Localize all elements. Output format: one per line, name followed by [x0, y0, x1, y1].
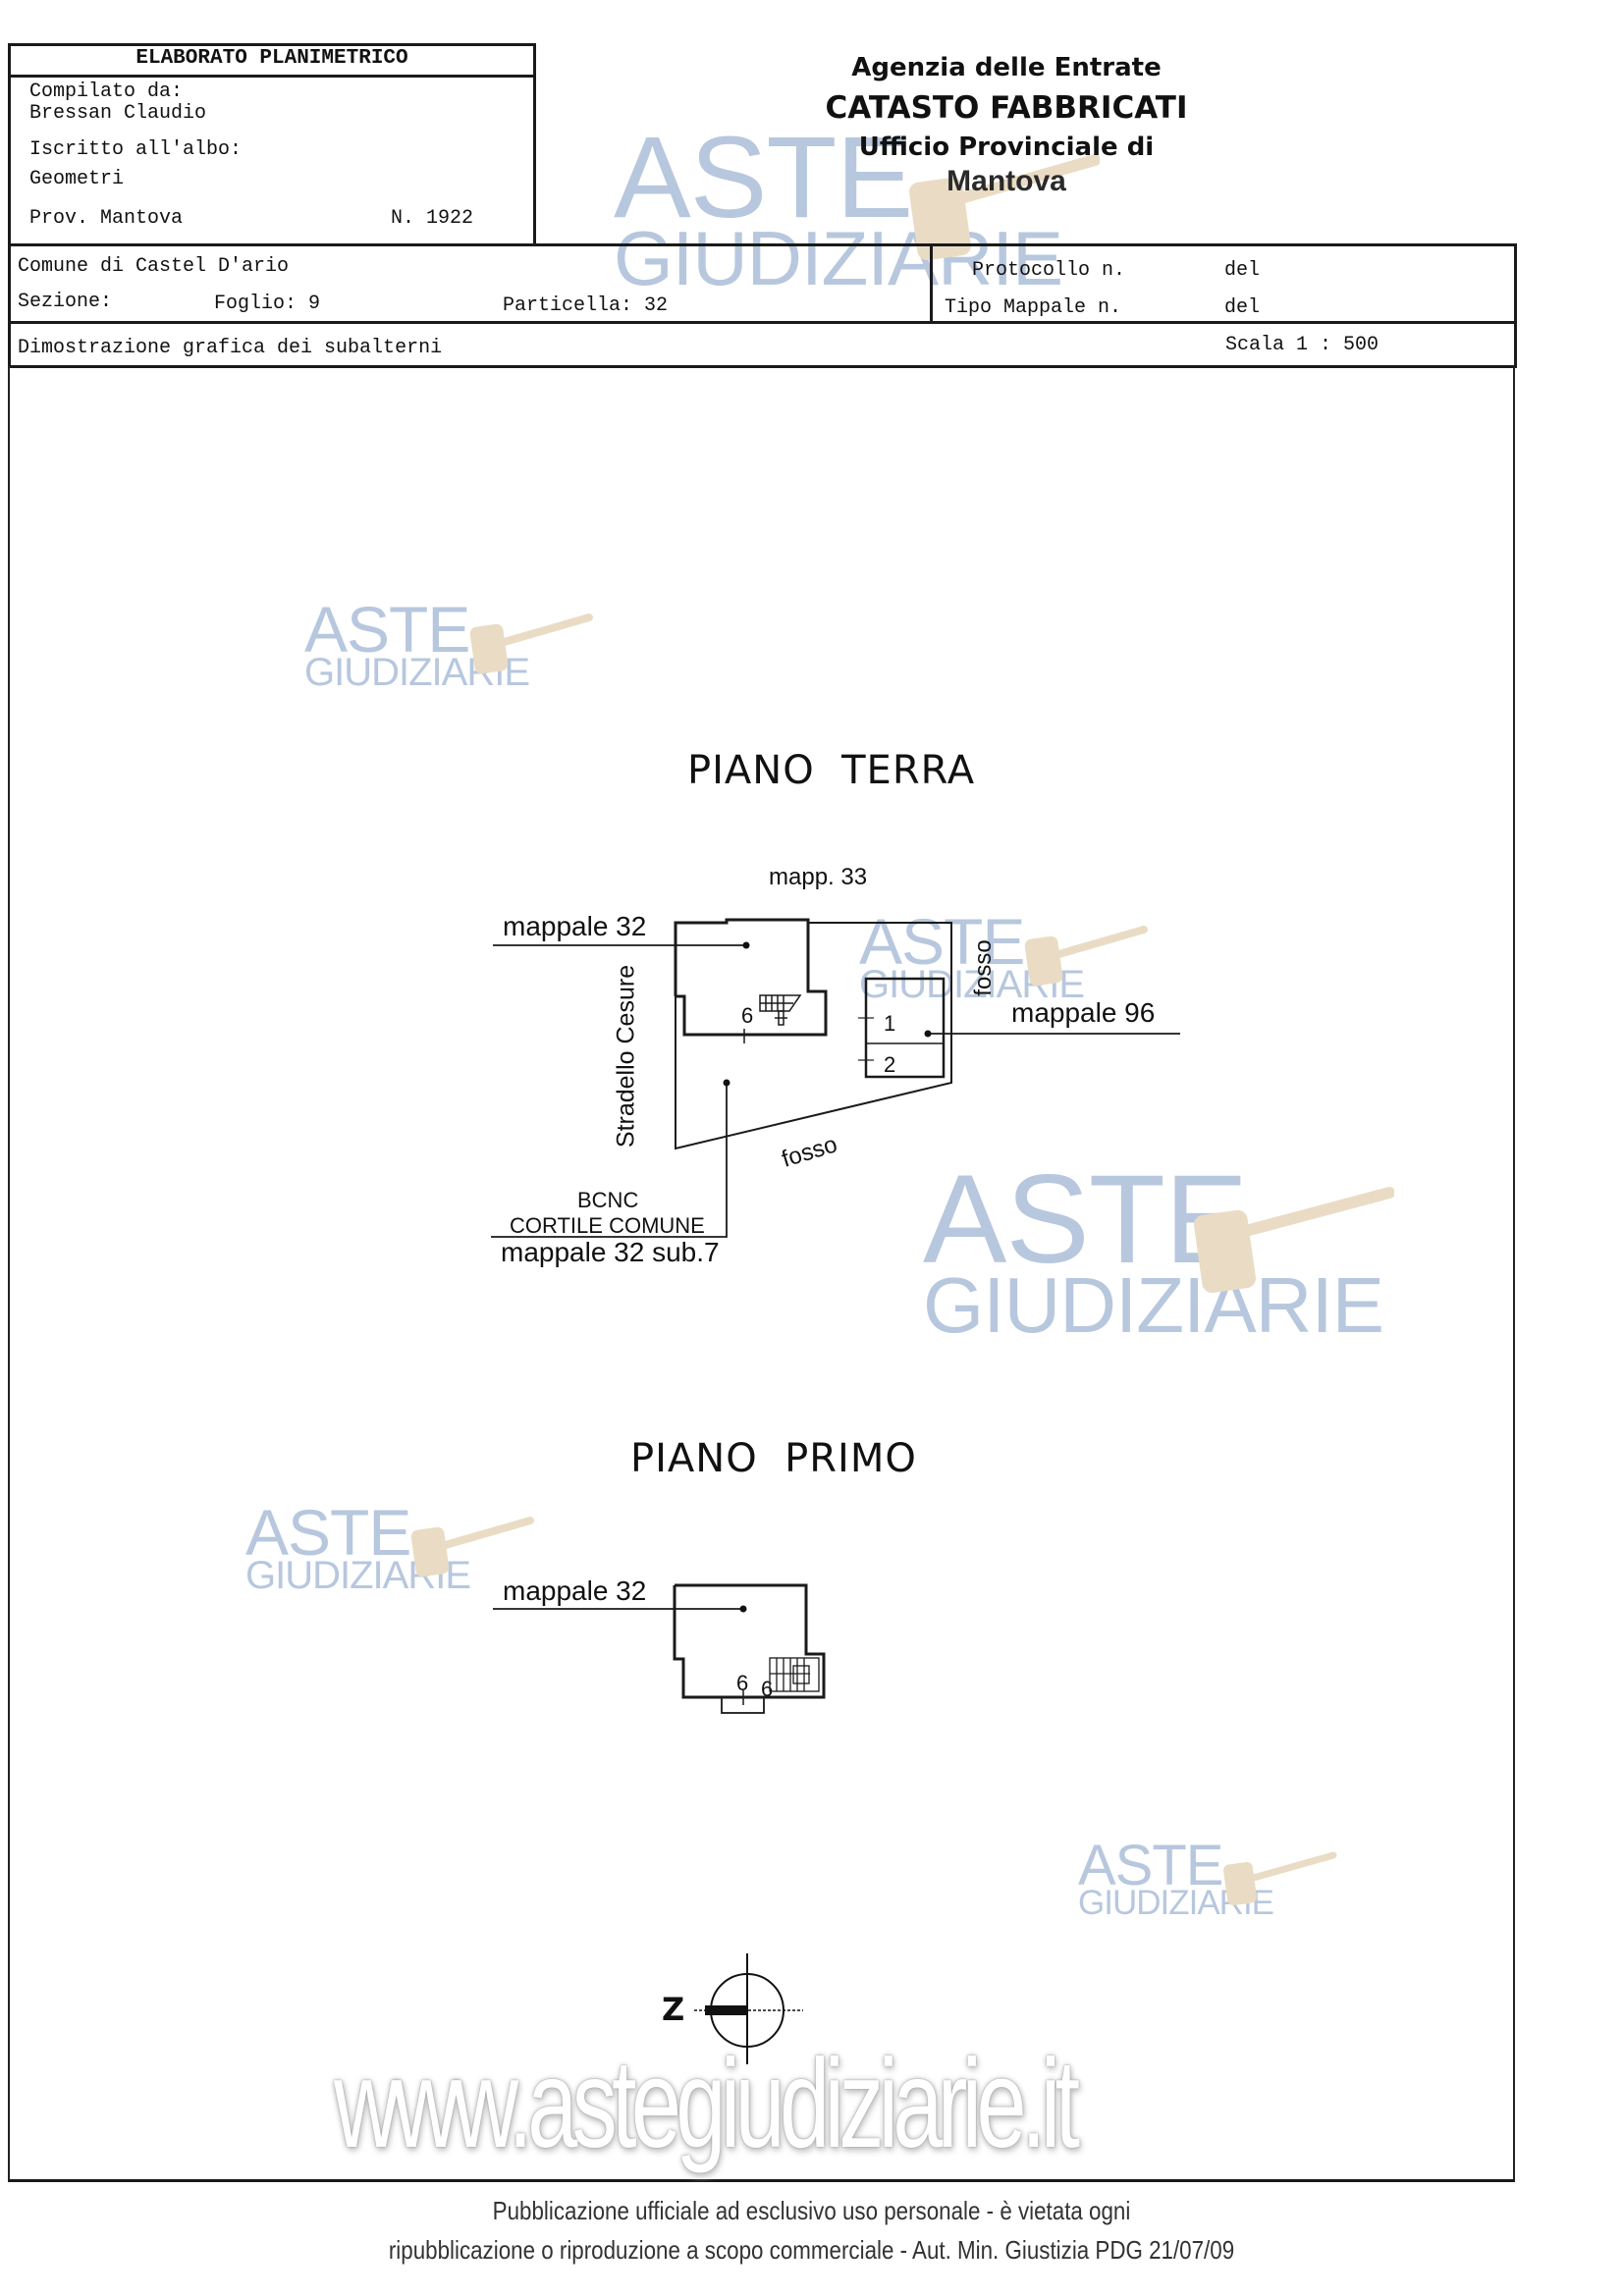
registered-value: Geometri	[29, 168, 125, 190]
first-floor-heading: PIANO PRIMO	[630, 1436, 917, 1481]
graphic-description: Dimostrazione grafica dei subalterni	[18, 337, 443, 359]
particella: Particella: 32	[503, 294, 669, 317]
label-sub-6a-first: 6	[736, 1671, 749, 1695]
sezione-label: Sezione:	[18, 291, 113, 313]
protocollo-date-label: del	[1224, 259, 1261, 282]
tipo-mappale-date-label: del	[1224, 296, 1261, 319]
compiled-by-name: Bressan Claudio	[29, 102, 207, 125]
office-province: Mantova	[947, 165, 1066, 197]
sub-1-2-outline	[864, 977, 946, 1079]
scale: Scala 1 : 500	[1225, 334, 1380, 356]
label-mappale-32-first: mappale 32	[503, 1575, 647, 1606]
label-cortile-comune: CORTILE COMUNE	[510, 1213, 705, 1238]
compiled-by-label: Compilato da:	[29, 80, 184, 103]
label-mappale-32-sub7: mappale 32 sub.7	[501, 1237, 720, 1267]
protocollo-label: Protocollo n.	[972, 259, 1126, 282]
label-sub-2: 2	[884, 1052, 896, 1077]
agency-name: Agenzia delle Entrate	[851, 53, 1162, 82]
footer-line-2: ripubblicazione o riproduzione a scopo c…	[388, 2235, 1235, 2265]
building-outline	[674, 918, 828, 1037]
compass: Z	[648, 1953, 825, 2066]
compass-letter: Z	[662, 1991, 685, 2028]
leader-cortile	[491, 1083, 728, 1238]
foglio: Foglio: 9	[214, 293, 321, 315]
subtitle-row	[8, 321, 1517, 368]
label-sub-6: 6	[741, 1003, 754, 1028]
ground-floor-heading: PIANO TERRA	[687, 748, 976, 793]
watermark-url: www.astegiudiziarie.it	[334, 2034, 1080, 2174]
north-arrow-icon	[694, 1953, 803, 2064]
tipo-mappale-label: Tipo Mappale n.	[945, 296, 1122, 319]
province: Prov. Mantova	[29, 207, 184, 230]
document-title: ELABORATO PLANIMETRICO	[135, 47, 408, 70]
title-box-divider	[8, 75, 536, 78]
label-mapp-33: mapp. 33	[769, 864, 868, 890]
office-name: Ufficio Provinciale di	[858, 133, 1155, 162]
first-floor-outline	[673, 1583, 826, 1699]
label-sub-1: 1	[884, 1011, 896, 1036]
lot-boundary	[675, 922, 952, 1150]
registration-number: N. 1922	[391, 207, 474, 230]
label-bcnc: BCNC	[577, 1188, 639, 1212]
label-mappale-96: mappale 96	[1011, 997, 1156, 1028]
registry-name: CATASTO FABBRICATI	[825, 90, 1188, 126]
stair-icon	[759, 994, 802, 1026]
label-mappale-32: mappale 32	[503, 911, 647, 941]
stair-icon	[769, 1657, 820, 1692]
footer-line-1: Pubblicazione ufficiale ad esclusivo uso…	[492, 2196, 1131, 2225]
drawing-frame	[8, 366, 1515, 2182]
registered-label: Iscritto all'albo:	[29, 138, 243, 161]
comune: Comune di Castel D'ario	[18, 255, 290, 278]
info-row-divider	[930, 243, 933, 324]
